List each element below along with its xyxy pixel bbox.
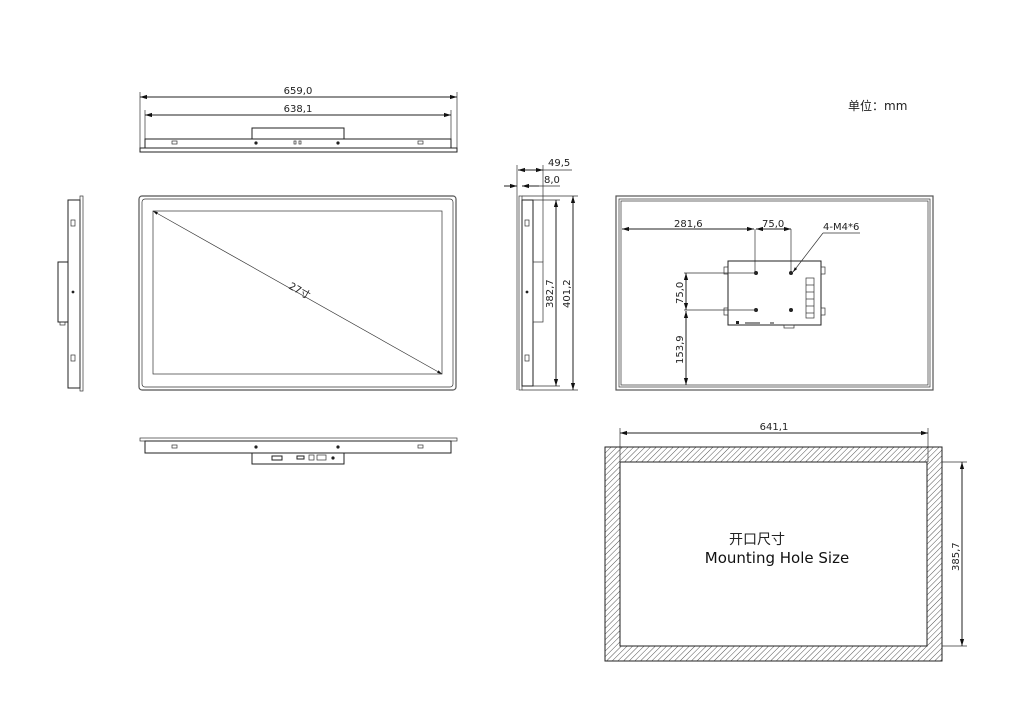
overall-height-label: 401,2 <box>562 279 573 308</box>
mount-hole-icon <box>789 308 793 312</box>
diagonal-size-label: 27寸 <box>287 279 313 301</box>
bezel-depth-label: 8,0 <box>544 175 560 186</box>
cutout-title-cn: 开口尺寸 <box>729 532 785 548</box>
lan-port-icon <box>316 454 327 461</box>
rear-housing <box>615 195 934 391</box>
inner-width-label: 638,1 <box>284 104 313 115</box>
vesa-mount-box <box>727 260 822 326</box>
hole-spacing-y-label: 75,0 <box>675 282 686 304</box>
left-side-view <box>57 195 84 392</box>
vga-port-icon <box>271 455 283 461</box>
cutout-title-en: Mounting Hole Size <box>705 549 849 567</box>
screw-spec-label: 4-M4*6 <box>823 222 859 233</box>
cutout-height-label: 385,7 <box>951 542 962 571</box>
monitor-bezel <box>138 195 457 391</box>
hdmi-port-icon <box>296 455 305 460</box>
inner-height-label: 382,7 <box>545 279 556 308</box>
right-side-view: 49,5 8,0 382,7 401,2 <box>504 158 578 391</box>
unit-label: 单位：mm <box>848 98 907 113</box>
overall-width-label: 659,0 <box>284 86 313 97</box>
mount-hole-icon <box>789 271 793 275</box>
top-view: 659,0 638,1 <box>139 86 458 153</box>
cutout-width-label: 641,1 <box>760 422 789 433</box>
hole-y-offset-label: 153,9 <box>675 335 686 364</box>
power-jack-icon <box>331 456 335 460</box>
bottom-view <box>139 437 458 465</box>
rear-view: 281,6 75,0 4-M4*6 75,0 153,9 <box>615 195 934 391</box>
cutout-view: 641,1 385,7 开口尺寸 Mounting Hole Size <box>604 422 967 662</box>
hole-spacing-x-label: 75,0 <box>762 219 784 230</box>
hole-x-offset-label: 281,6 <box>674 219 703 230</box>
diagonal-dimension-line <box>152 210 443 375</box>
mounting-hole <box>619 461 928 647</box>
front-view: 27寸 <box>138 195 457 391</box>
usb-port-icon <box>308 454 315 461</box>
io-panel <box>251 452 345 465</box>
total-depth-label: 49,5 <box>548 158 570 169</box>
